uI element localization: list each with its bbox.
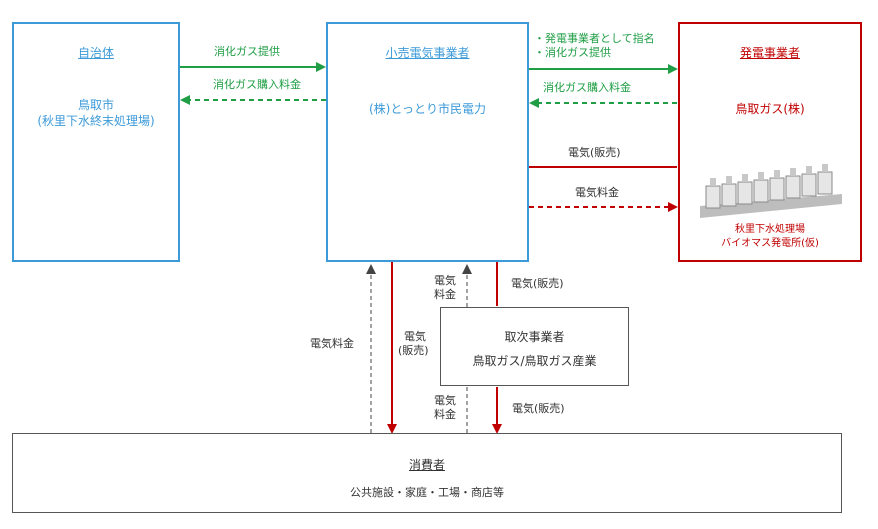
municipality-role: 自治体 [77, 46, 114, 60]
biomass-plant-illustration [700, 164, 842, 218]
generator-box: 発電事業者 鳥取ガス(株) 秋里下水処理場 バイオマス発電所(仮) [678, 22, 862, 262]
label-elec-sale-gen: 電気(販売) [568, 146, 621, 159]
retailer-box: 小売電気事業者 (株)とっとり市民電力 [326, 22, 529, 262]
label-elec-fee-left: 電気料金 [310, 337, 354, 350]
agent-role: 取次事業者 [504, 330, 565, 344]
consumer-name: 公共施設・家庭・工場・商店等 [350, 486, 504, 499]
label-elec-sale-agent: 電気(販売) [511, 277, 564, 290]
label-elec-fee-mid-1: 電気 [434, 274, 456, 287]
label-elec-sale-mid-1: 電気 [404, 330, 426, 343]
generator-plant-line1: 秋里下水処理場 [735, 224, 805, 235]
municipality-box: 自治体 鳥取市 (秋里下水終末処理場) [12, 22, 180, 262]
agent-name: 鳥取ガス/鳥取ガス産業 [472, 354, 597, 368]
consumer-role: 消費者 [408, 458, 445, 472]
generator-role: 発電事業者 [739, 46, 800, 60]
label-gas-payment: 消化ガス購入料金 [213, 78, 301, 91]
label-elec-fee-low-2: 料金 [434, 408, 456, 421]
label-elec-sale-mid-2: (販売) [398, 344, 429, 357]
label-designation-1: ・発電事業者として指名 [534, 32, 655, 45]
retailer-role: 小売電気事業者 [385, 46, 470, 60]
agent-box: 取次事業者 鳥取ガス/鳥取ガス産業 [440, 307, 629, 386]
label-gas-supply: 消化ガス提供 [214, 45, 280, 58]
generator-plant-line2: バイオマス発電所(仮) [721, 238, 819, 249]
label-elec-fee-gen: 電気料金 [575, 186, 619, 199]
consumer-box: 消費者 公共施設・家庭・工場・商店等 [12, 433, 842, 513]
label-elec-fee-mid-2: 料金 [434, 288, 456, 301]
label-elec-fee-low-1: 電気 [434, 394, 456, 407]
retailer-name: (株)とっとり市民電力 [368, 102, 486, 116]
municipality-name-line2: (秋里下水終末処理場) [37, 114, 155, 128]
label-gas-payment-2: 消化ガス購入料金 [543, 81, 631, 94]
generator-name: 鳥取ガス(株) [735, 102, 805, 116]
municipality-name-line1: 鳥取市 [77, 98, 114, 112]
label-elec-sale-low: 電気(販売) [512, 402, 565, 415]
label-designation-2: ・消化ガス提供 [534, 46, 611, 59]
